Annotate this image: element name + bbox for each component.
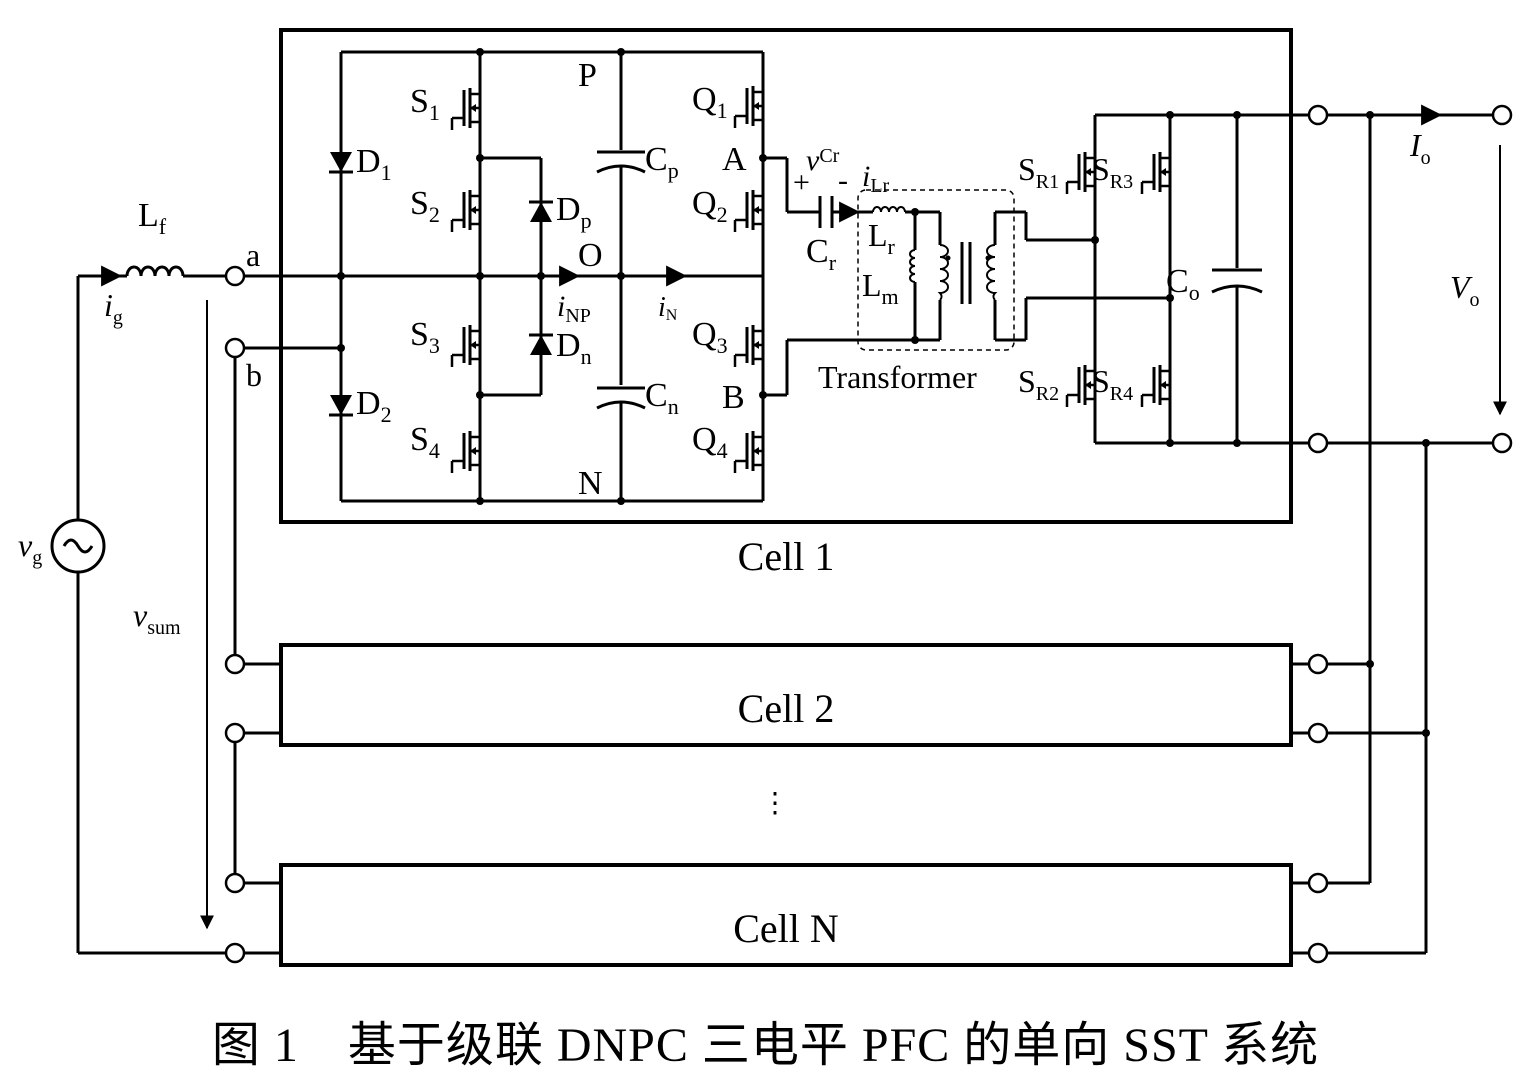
label-lr: Lr (868, 217, 896, 259)
mosfet-s3 (450, 315, 482, 375)
label-a-terminal: a (246, 237, 260, 273)
inductor-lm (909, 249, 916, 283)
label-p: P (578, 57, 597, 94)
label-vsum: vsum (133, 597, 181, 639)
label-dp: Dp (556, 191, 592, 233)
label-vcr: vCr (806, 144, 840, 177)
cell-2 (224, 643, 1426, 747)
rectifier-bridge (1065, 111, 1312, 447)
mosfet-s2 (450, 180, 482, 240)
transformer-primary (937, 244, 949, 301)
label-d1: D1 (356, 143, 392, 185)
label-s4: S4 (410, 421, 440, 463)
label-minus: - (838, 164, 848, 197)
terminal-a (224, 265, 246, 287)
output-terminal-neg (1491, 432, 1513, 454)
label-b-node: B (722, 379, 745, 416)
mosfet-q1 (733, 76, 765, 136)
label-q3: Q3 (692, 316, 728, 358)
label-sr3: SR3 (1092, 151, 1133, 193)
mosfet-sr2 (1065, 355, 1097, 415)
mosfet-s1 (450, 78, 482, 138)
label-ig: ig (104, 287, 123, 329)
transformer-dashed-box (857, 189, 1015, 351)
mosfet-q3 (733, 315, 765, 375)
ellipsis-vertical: ⋮ (761, 788, 789, 819)
resonant-tank (763, 156, 1170, 397)
diode-dp (527, 200, 555, 224)
mosfet-q2 (733, 180, 765, 240)
labels: P N O A B a b S1 S2 S3 S4 Q1 Q2 Q3 Q4 D1… (18, 57, 1480, 951)
label-lf: Lf (138, 197, 167, 239)
mosfet-s4 (450, 421, 482, 481)
label-cn: Cn (645, 377, 679, 419)
figure-caption: 图 1 基于级联 DNPC 三电平 PFC 的单向 SST 系统 (211, 1019, 1320, 1072)
label-d2: D2 (356, 385, 392, 427)
label-s3: S3 (410, 316, 440, 358)
label-sr4: SR4 (1092, 363, 1133, 405)
inductor-lr (872, 206, 906, 213)
label-transformer: Transformer (818, 359, 977, 395)
label-s2: S2 (410, 185, 440, 227)
inductor-lf (125, 265, 185, 277)
label-plus: + (793, 166, 810, 199)
label-inp: iNP (557, 290, 591, 327)
label-sr1: SR1 (1018, 151, 1059, 193)
label-a-node: A (722, 141, 747, 178)
mosfet-sr1 (1065, 142, 1097, 202)
label-dn: Dn (556, 327, 592, 369)
terminal-b (224, 337, 246, 359)
label-o: O (578, 237, 603, 274)
label-in: iN (658, 292, 678, 324)
diode-dn (527, 333, 555, 357)
diode-d1 (327, 150, 355, 174)
label-s1: S1 (410, 83, 440, 125)
mosfet-q4 (733, 421, 765, 481)
label-cp: Cp (645, 141, 679, 183)
sst-circuit-diagram: P N O A B a b S1 S2 S3 S4 Q1 Q2 Q3 Q4 D1… (18, 28, 1513, 967)
output-terminal-pos (1491, 104, 1513, 126)
diode-d2 (327, 393, 355, 417)
label-sr2: SR2 (1018, 363, 1059, 405)
label-lm: Lm (862, 267, 899, 309)
mosfet-sr3 (1140, 142, 1172, 202)
output-wiring (1307, 104, 1513, 953)
label-ilr: iLr (862, 160, 890, 197)
mosfet-sr4 (1140, 355, 1172, 415)
label-vg: vg (18, 527, 42, 569)
label-q4: Q4 (692, 421, 728, 463)
cell-2-label: Cell 2 (738, 686, 835, 731)
label-co: Co (1166, 263, 1200, 305)
label-cr: Cr (806, 233, 837, 275)
label-q1: Q1 (692, 81, 728, 123)
label-vo: Vo (1450, 269, 1480, 311)
label-io: Io (1409, 127, 1431, 169)
cell-n (224, 863, 1426, 967)
cell-1-label: Cell 1 (738, 534, 835, 579)
input-wiring (50, 265, 345, 955)
transformer-secondary (986, 244, 998, 301)
label-b-terminal: b (246, 357, 262, 393)
label-q2: Q2 (692, 185, 728, 227)
label-n-node: N (578, 465, 603, 502)
cell-n-label: Cell N (733, 906, 839, 951)
